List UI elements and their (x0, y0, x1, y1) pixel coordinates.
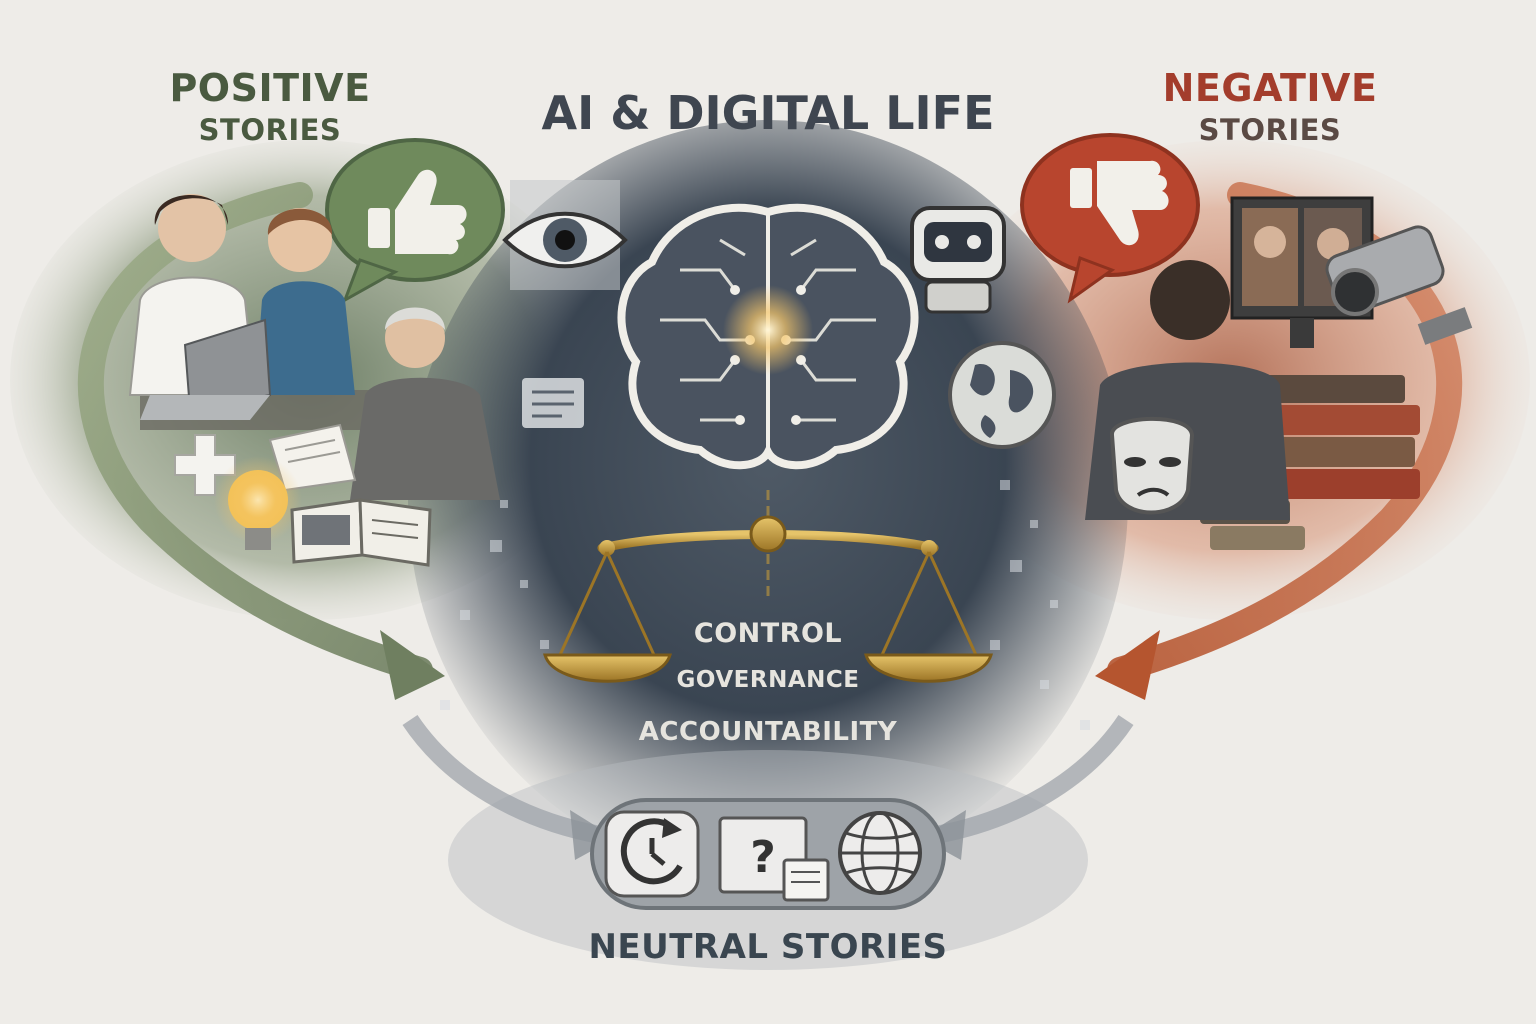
clock-cycle-icon (604, 810, 700, 898)
neutral-label: NEUTRAL STORIES (588, 927, 948, 967)
positive-arrow-head (380, 630, 445, 700)
center-term-governance: GOVERNANCE (676, 667, 860, 693)
positive-subheading: STORIES (198, 113, 342, 147)
neutral-arrow-left (402, 714, 602, 844)
eye-icon (502, 180, 628, 290)
center-term-control: CONTROL (693, 618, 843, 649)
neutral-arrow-left-head (570, 810, 615, 860)
robot-icon (910, 206, 1006, 314)
negative-heading: NEGATIVE (1162, 66, 1378, 110)
negative-arrow-head (1095, 630, 1160, 700)
negative-scene (1085, 196, 1473, 550)
circuit-dots (440, 470, 1090, 730)
svg-text:?: ? (750, 832, 776, 883)
question-document-icon: ? (718, 816, 830, 902)
brain-icon (617, 203, 919, 470)
neutral-arrow-right-head (921, 810, 966, 860)
positive-arrow (78, 182, 433, 683)
positive-scene (128, 194, 500, 567)
globe-icon (838, 811, 922, 895)
thumbs-up-icon (325, 138, 505, 304)
globe-icon-center (948, 341, 1056, 449)
scales-icon (543, 490, 993, 683)
thumbs-down-icon (1020, 133, 1200, 304)
chat-bubble-icon (522, 378, 584, 428)
positive-heading: POSITIVE (169, 66, 371, 110)
neutral-arrow-right (934, 714, 1134, 844)
center-term-accountability: ACCOUNTABILITY (638, 717, 898, 747)
diagram-title: AI & DIGITAL LIFE (541, 86, 995, 140)
negative-subheading: STORIES (1198, 113, 1342, 147)
